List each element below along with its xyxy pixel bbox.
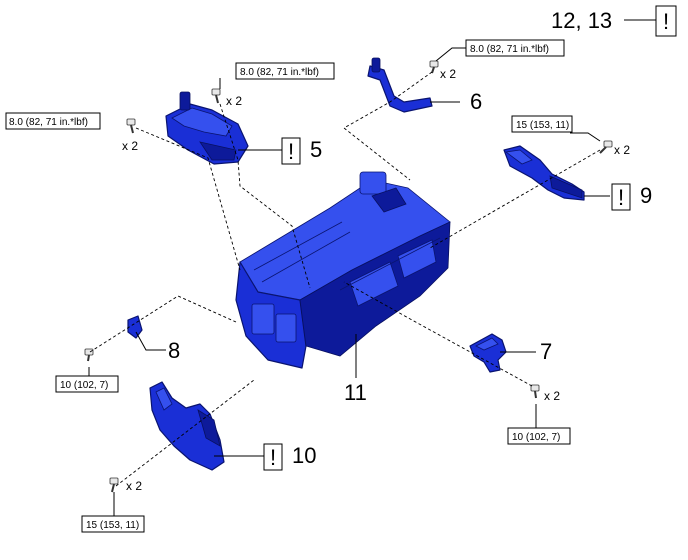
bracket-part-9 [503, 145, 585, 201]
torque-box-top-right: 8.0 (82, 71 in.*lbf) [465, 39, 565, 57]
callout-5: 5 [310, 137, 322, 162]
assembly-lines [89, 71, 601, 487]
bracket-part-8 [127, 315, 143, 339]
callout-12-13: 12, 13 [551, 8, 612, 33]
torque-value: 10 (102, 7) [60, 380, 108, 391]
torque-box-bottom: 15 (153, 11) [81, 515, 145, 533]
caution-mark: ! [618, 185, 624, 210]
callout-8: 8 [168, 338, 180, 363]
quantity-label-right-low: x 2 [544, 389, 560, 403]
callout-6: 6 [470, 89, 482, 114]
quantity-label-left: x 2 [122, 139, 138, 153]
torque-box-left: 8.0 (82, 71 in.*lbf) [5, 112, 101, 130]
callout-7: 7 [540, 339, 552, 364]
main-unit-part-11 [235, 171, 451, 369]
quantity-label-top-mid: x 2 [226, 94, 242, 108]
bolt-right-low [530, 384, 540, 399]
cover-part-5 [165, 91, 249, 165]
caution-mark: ! [663, 9, 669, 34]
torque-box-top-mid: 8.0 (82, 71 in.*lbf) [235, 62, 335, 80]
quantity-label-right: x 2 [614, 143, 630, 157]
caution-box-12-13: ! [655, 5, 677, 37]
callout-9: 9 [640, 183, 652, 208]
torque-value: 10 (102, 7) [512, 432, 560, 443]
caution-mark: ! [288, 139, 294, 164]
leader-lines [88, 19, 656, 516]
caution-box-5: ! [281, 137, 301, 165]
torque-value: 8.0 (82, 71 in.*lbf) [470, 44, 549, 55]
bracket-part-6 [367, 57, 433, 113]
bolt-right [599, 140, 613, 154]
caution-box-10: ! [263, 443, 283, 471]
callout-10: 10 [292, 443, 316, 468]
torque-box-right: 15 (153, 11) [511, 115, 573, 133]
torque-value: 15 (153, 11) [86, 520, 139, 531]
bracket-part-10 [149, 381, 225, 471]
bolt-top-right [429, 60, 439, 74]
quantity-label-top-right: x 2 [440, 67, 456, 81]
torque-value: 8.0 (82, 71 in.*lbf) [9, 117, 88, 128]
torque-value: 8.0 (82, 71 in.*lbf) [240, 67, 319, 78]
caution-box-9: ! [611, 183, 631, 211]
caution-mark: ! [270, 445, 276, 470]
bolt-left-low [84, 348, 94, 362]
torque-value: 15 (153, 11) [516, 120, 569, 131]
bolt-bottom [109, 477, 119, 493]
bolt-top-mid [211, 88, 221, 104]
torque-box-right-low: 10 (102, 7) [507, 427, 571, 445]
torque-box-left-low: 10 (102, 7) [55, 375, 119, 393]
bracket-part-7 [469, 333, 507, 373]
bolt-left [126, 118, 136, 134]
callout-11: 11 [344, 380, 367, 405]
quantity-label-bottom: x 2 [126, 479, 142, 493]
